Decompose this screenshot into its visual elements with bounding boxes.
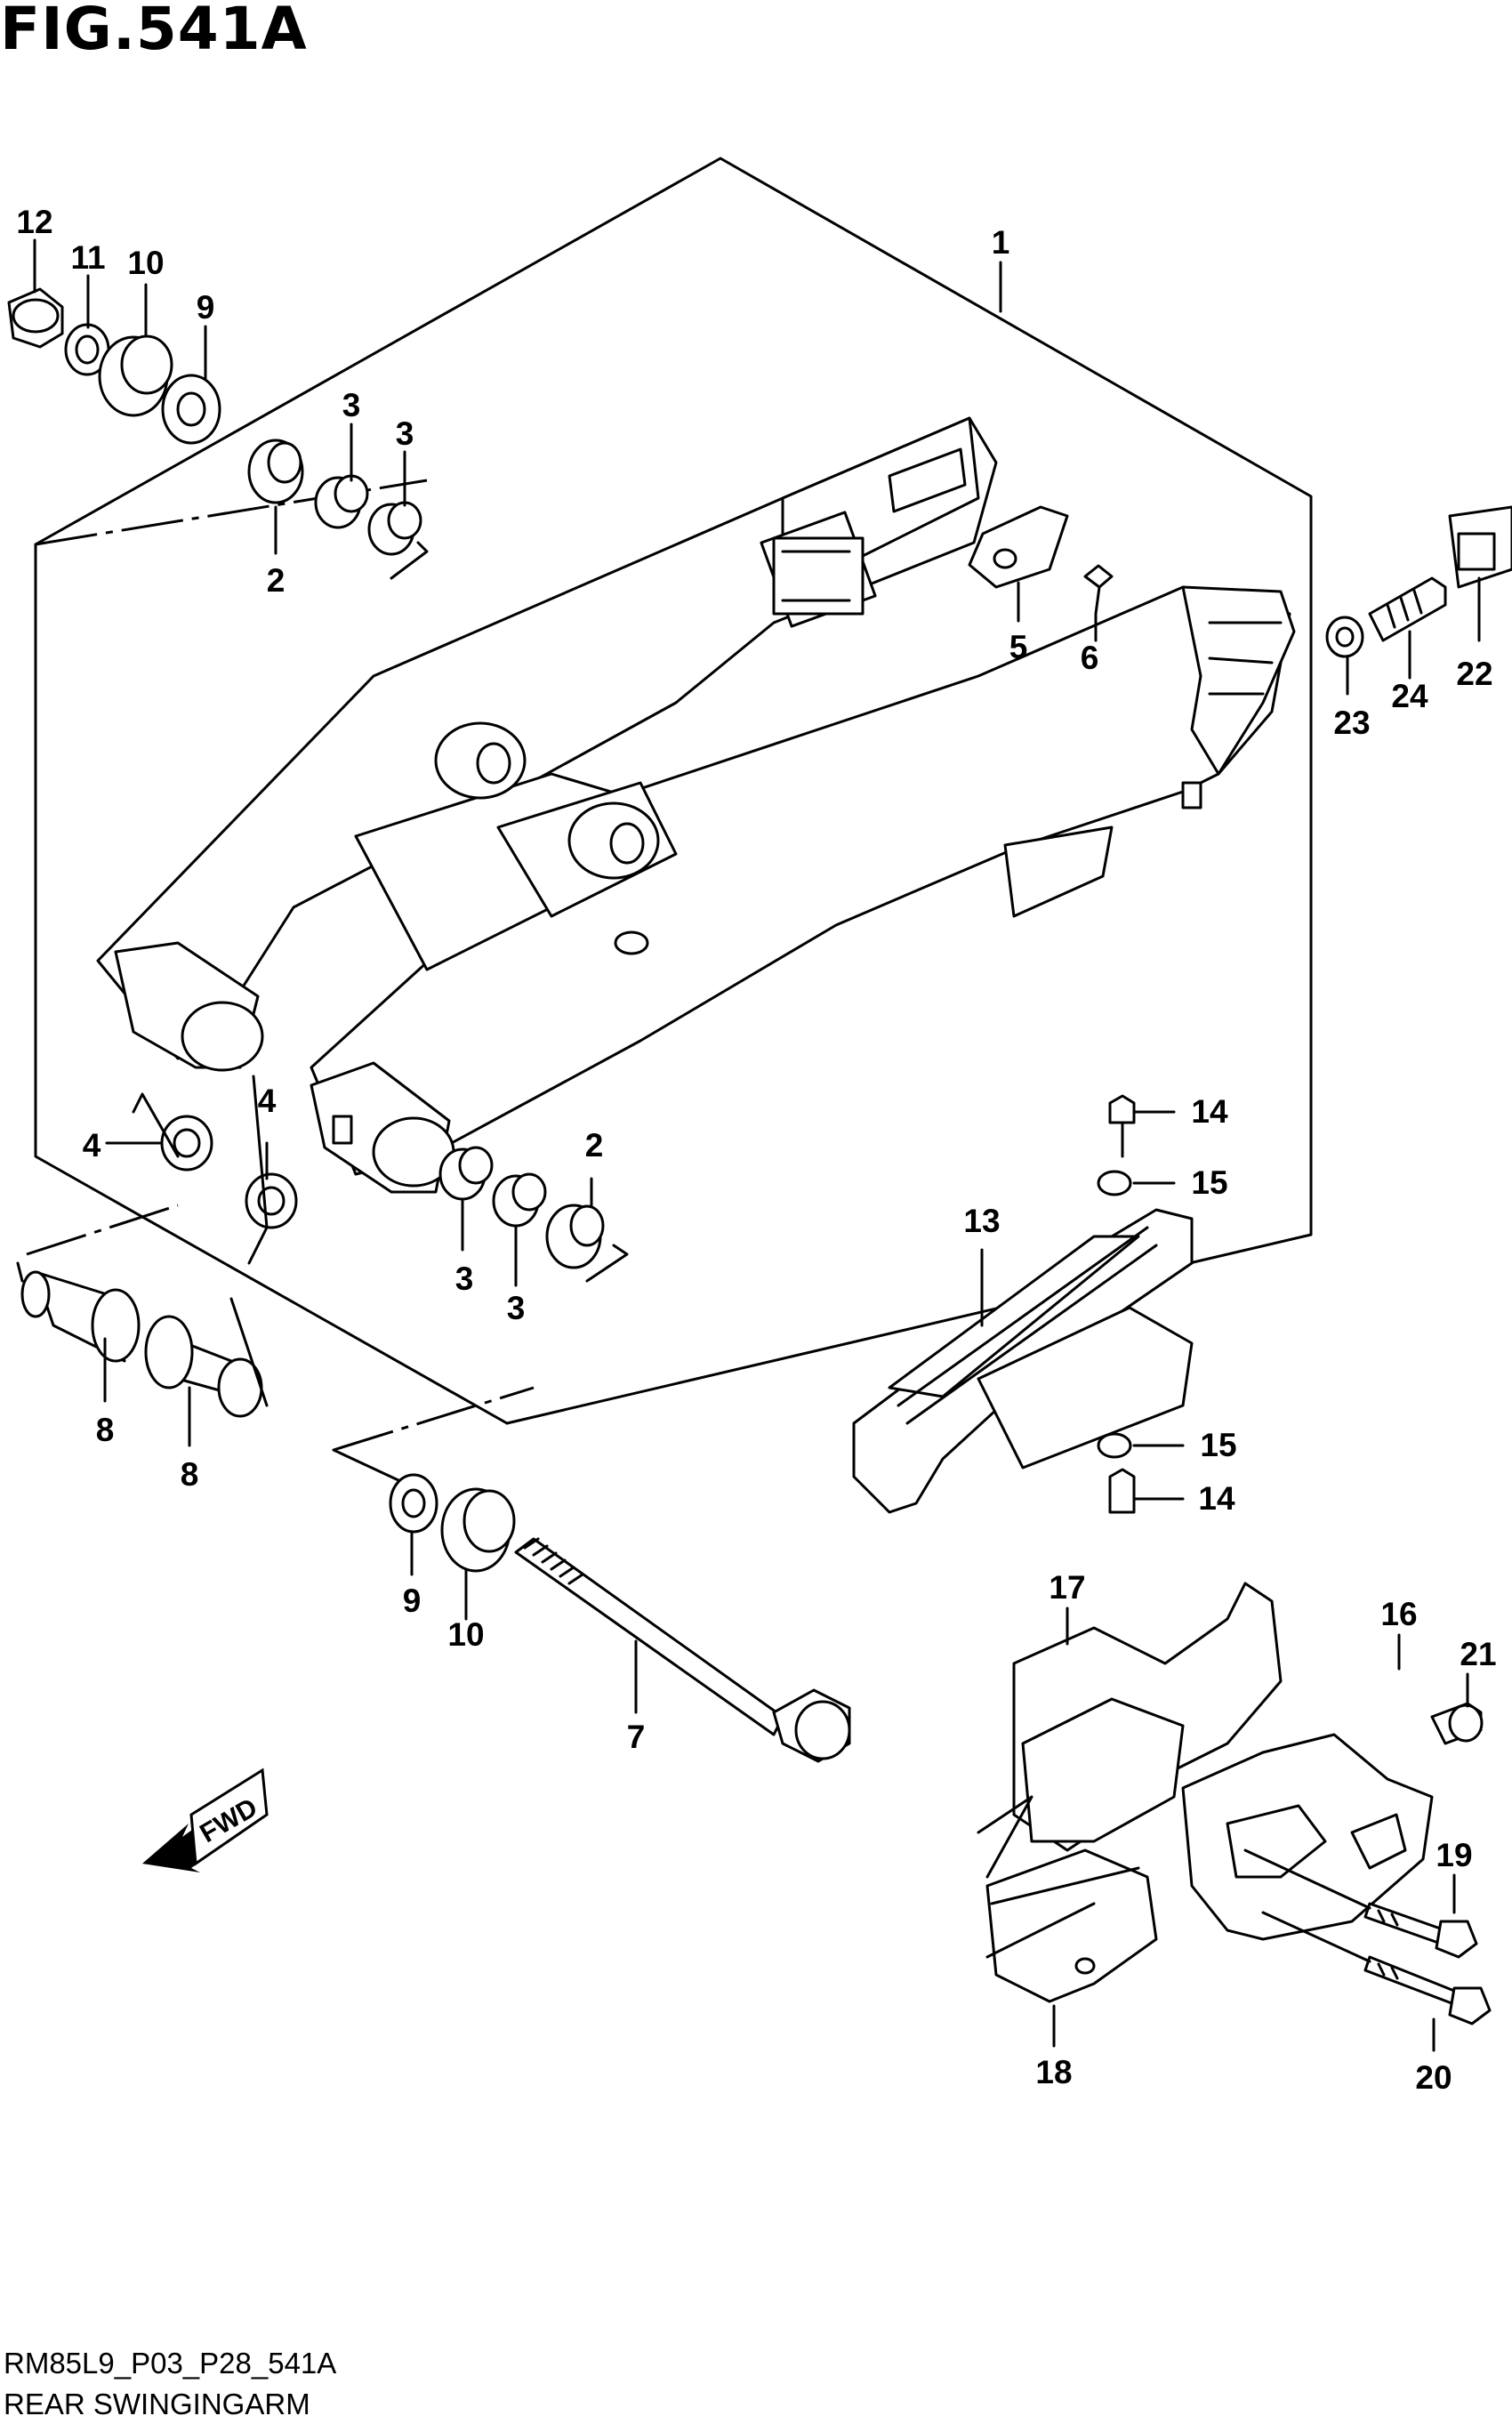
callout-3-b: 3 xyxy=(396,415,414,452)
callout-labels: 1 12 11 10 9 3 3 2 5 6 23 24 22 4 4 2 3 … xyxy=(16,204,1496,2096)
figure-title: FIG.541A xyxy=(0,0,308,63)
callout-13: 13 xyxy=(963,1203,1000,1239)
leader-lines xyxy=(33,238,1481,2052)
callout-8-left: 8 xyxy=(96,1412,115,1448)
callout-11: 11 xyxy=(70,239,105,276)
callout-3-d: 3 xyxy=(507,1290,526,1326)
callout-2-top: 2 xyxy=(267,562,286,599)
callout-7: 7 xyxy=(627,1719,646,1755)
callout-10-bottom: 10 xyxy=(447,1616,484,1653)
callout-14-bottom: 14 xyxy=(1198,1480,1235,1517)
lower-left-parts xyxy=(16,1075,629,1418)
pivot-bolt-parts xyxy=(332,1386,851,1763)
callout-14-top: 14 xyxy=(1191,1093,1228,1130)
callout-22: 22 xyxy=(1456,656,1492,692)
callout-15-top: 15 xyxy=(1191,1164,1227,1201)
callout-5: 5 xyxy=(1009,629,1028,665)
fwd-arrow: FWD xyxy=(142,1768,269,1872)
swingarm-body xyxy=(96,416,1296,1194)
top-left-parts xyxy=(7,287,429,580)
callout-20: 20 xyxy=(1415,2059,1452,2096)
callout-16: 16 xyxy=(1380,1596,1417,1632)
callout-24: 24 xyxy=(1391,678,1428,714)
callout-4-left: 4 xyxy=(83,1127,101,1164)
callout-1: 1 xyxy=(992,224,1010,261)
callout-18: 18 xyxy=(1035,2054,1072,2090)
figure-code: RM85L9_P03_P28_541A xyxy=(4,2347,337,2380)
callout-9-bottom: 9 xyxy=(403,1582,422,1619)
callout-17: 17 xyxy=(1049,1569,1085,1606)
callout-8-right: 8 xyxy=(181,1456,199,1493)
callout-12: 12 xyxy=(16,204,52,240)
callout-21: 21 xyxy=(1460,1636,1496,1672)
callout-6: 6 xyxy=(1081,640,1099,676)
callout-3-c: 3 xyxy=(455,1260,474,1297)
callout-10-top: 10 xyxy=(127,245,164,281)
chain-guide-parts xyxy=(977,1582,1492,2025)
callout-9-top: 9 xyxy=(197,289,215,326)
callout-4-right: 4 xyxy=(258,1083,277,1119)
callout-3-a: 3 xyxy=(342,387,361,423)
callout-15-bottom: 15 xyxy=(1200,1427,1236,1463)
callout-19: 19 xyxy=(1436,1837,1472,1873)
figure-name: REAR SWINGINGARM xyxy=(4,2388,310,2420)
upper-right-parts xyxy=(968,505,1512,658)
callout-23: 23 xyxy=(1333,705,1370,741)
chain-slider-parts xyxy=(852,1094,1194,1514)
callout-2-bottom: 2 xyxy=(585,1127,604,1164)
